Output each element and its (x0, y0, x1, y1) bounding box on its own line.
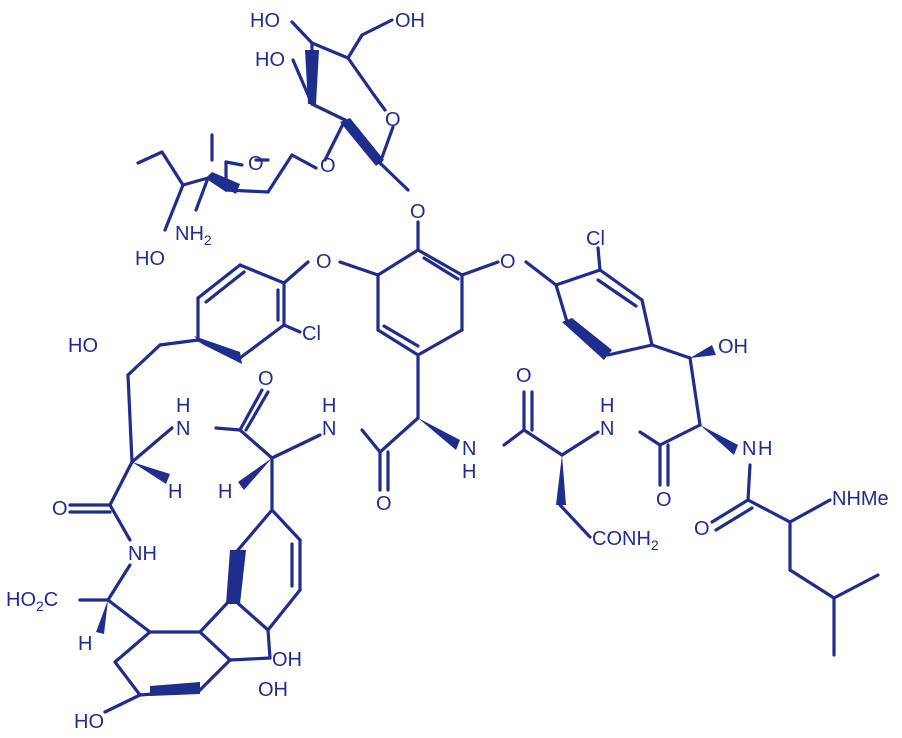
label-nh-ring4-h: H (462, 461, 476, 483)
label-o-ether-left: O (316, 251, 332, 273)
label-oh-phenol1: OH (272, 649, 302, 671)
label-nh-ring3: N (600, 418, 614, 440)
atom-labels: HO OH HO O O O O NH2 HO O O Cl Cl HO OH … (6, 10, 889, 733)
label-ho-sugar-mid: HO (255, 49, 285, 71)
label-ho2c: HO2C (6, 589, 58, 614)
label-h-lower-left: H (78, 633, 92, 655)
label-nh-right: N (742, 438, 756, 460)
label-o-ether-right: O (500, 251, 516, 273)
label-cl-left: Cl (302, 323, 321, 345)
central-aryl-ring (338, 220, 500, 420)
label-h-mid-alpha: H (218, 481, 232, 503)
label-o-carbonyl-center: O (376, 493, 392, 515)
n-methyl-leucine (710, 463, 880, 657)
label-cl-right: Cl (586, 228, 605, 250)
label-ho-phenol-bottom: HO (74, 711, 104, 733)
label-nh-ring2: N (322, 418, 336, 440)
label-nhme: NHMe (832, 488, 889, 510)
right-chloroaryl-ring (524, 246, 692, 360)
label-o-carbonyl-upper-right: O (516, 365, 532, 387)
label-o-sugar-ring: O (385, 109, 401, 131)
label-nh-lower-left: NH (128, 543, 157, 565)
glucose-ring (290, 18, 410, 192)
label-ho-sugar-top: HO (250, 10, 280, 32)
label-o-glyco2: O (410, 201, 426, 223)
label-nh-ring1-h: H (176, 395, 190, 417)
label-o-carbonyl1: O (258, 368, 274, 390)
label-nh-ring1: N (176, 418, 190, 440)
label-o-glyco1: O (320, 155, 336, 177)
label-o-carbonyl-left: O (52, 498, 68, 520)
label-ho-vancosamine: HO (135, 248, 165, 270)
label-nh-ring3-h: H (600, 395, 614, 417)
label-nh2-vancosamine: NH2 (175, 223, 212, 248)
left-chloroaryl-ring (158, 260, 310, 364)
label-oh-right-benzylic: OH (718, 336, 748, 358)
label-conh2: CONH2 (592, 528, 659, 553)
peptide-backbone (126, 343, 738, 539)
label-nh-right-h: H (758, 438, 772, 460)
lower-biaryl-system (68, 456, 302, 714)
label-nh-ring2-h: H (322, 395, 336, 417)
label-oh-phenol2: OH (258, 679, 288, 701)
label-o-leu: O (694, 518, 710, 540)
label-o-carbonyl-right: O (656, 489, 672, 511)
vancosamine-ring (136, 133, 318, 232)
label-oh-sugar-ch2: OH (395, 10, 425, 32)
label-ho-left-benzylic: HO (68, 335, 98, 357)
label-o-vancosamine-ring: O (248, 153, 264, 175)
label-nh-ring4: N (462, 438, 476, 460)
label-h-left-alpha: H (168, 481, 182, 503)
